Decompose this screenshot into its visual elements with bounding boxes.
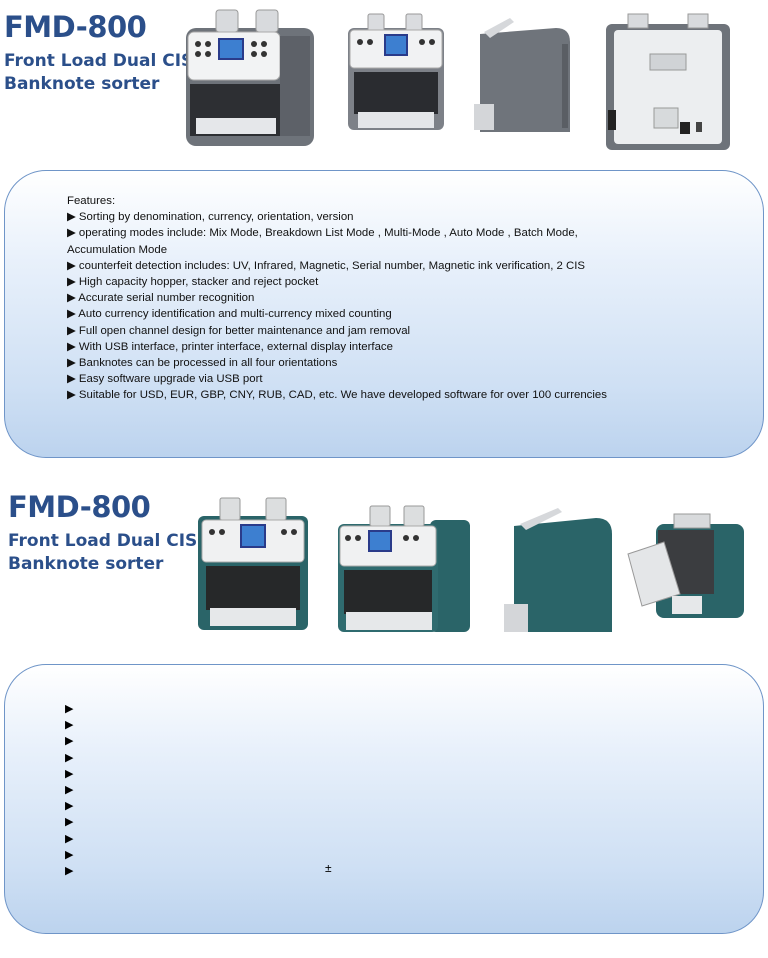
bullet-marker: ▶ (65, 784, 74, 797)
feature-item: ▶ High capacity hopper, stacker and reje… (67, 276, 319, 289)
feature-item: ▶ operating modes include: Mix Mode, Bre… (67, 227, 578, 256)
features-heading: Features: (67, 195, 116, 207)
machine-photo-back (606, 13, 730, 150)
feature-item: ▶ Auto currency identification and multi… (67, 308, 392, 321)
machine-photo-front (348, 13, 444, 130)
machine-photo-front-angled (186, 9, 314, 146)
machine-photo-open (627, 513, 744, 618)
product-subtitle-line1: Front Load Dual CIS (8, 531, 198, 551)
features-panel: ▶ ▶ ▶ ▶ ▶ ▶ ▶ ▶ ▶ ▶ ▶ ± (4, 664, 764, 934)
machine-photo-front-angled (338, 505, 470, 632)
feature-item: ▶ Banknotes can be processed in all four… (67, 357, 338, 370)
machine-photo-side (504, 508, 612, 632)
feature-item: ▶ counterfeit detection includes: UV, In… (67, 259, 586, 272)
product-subtitle-line2: Banknote sorter (8, 554, 164, 574)
product-subtitle-line1: Front Load Dual CIS (4, 51, 194, 71)
bullet-marker: ▶ (65, 767, 74, 780)
feature-item: ▶ With USB interface, printer interface,… (67, 340, 393, 353)
feature-item: ▶ Suitable for USD, EUR, GBP, CNY, RUB, … (67, 389, 607, 402)
machine-photo-side (474, 18, 570, 132)
product-section-green: FMD-800 Front Load Dual CIS Banknote sor… (0, 480, 768, 958)
feature-item: ▶ Full open channel design for better ma… (67, 324, 411, 337)
machine-photo-front (198, 497, 308, 630)
product-title: FMD-800 (4, 10, 147, 44)
bullet-marker: ▶ (65, 865, 74, 878)
plus-minus-symbol: ± (325, 861, 332, 875)
product-section-grey: FMD-800 Front Load Dual CIS Banknote sor… (0, 0, 768, 465)
feature-item: ▶ Sorting by denomination, currency, ori… (67, 211, 354, 224)
bullet-marker: ▶ (65, 816, 74, 829)
features-panel: Features: ▶ Sorting by denomination, cur… (4, 170, 764, 458)
feature-item: ▶ Accurate serial number recognition (67, 292, 255, 305)
product-title: FMD-800 (8, 490, 151, 524)
bullet-marker: ▶ (65, 800, 74, 813)
product-subtitle-line2: Banknote sorter (4, 74, 160, 94)
bullet-marker: ▶ (65, 848, 74, 861)
features-list: Features: ▶ Sorting by denomination, cur… (67, 193, 627, 404)
bullet-marker: ▶ (65, 703, 74, 715)
feature-item: ▶ Easy software upgrade via USB port (67, 373, 263, 386)
bullet-marker: ▶ (65, 735, 74, 748)
bullet-marker: ▶ (65, 751, 74, 764)
bullet-marker: ▶ (65, 832, 74, 845)
bullet-marker: ▶ (65, 719, 74, 732)
bullet-list: ▶ ▶ ▶ ▶ ▶ ▶ ▶ ▶ ▶ ▶ ▶ (65, 701, 73, 879)
